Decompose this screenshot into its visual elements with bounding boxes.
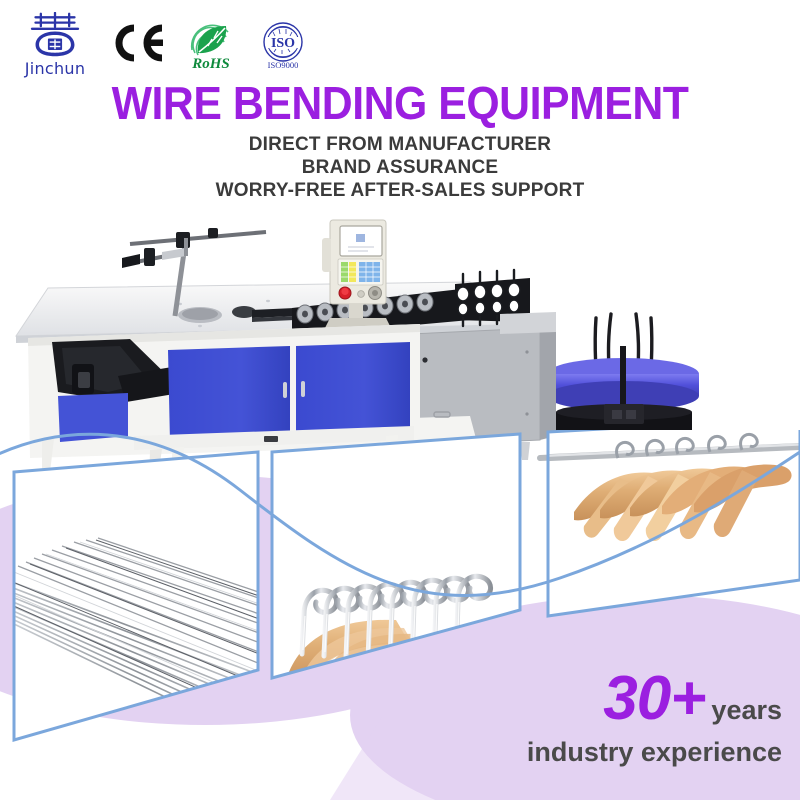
jinchun-emblem-icon (30, 12, 80, 57)
cabinet-handle-right (301, 381, 305, 397)
rotary-collection-table (547, 312, 699, 458)
machine-cabinet (28, 324, 420, 484)
certification-iso: ISO ISO9000 (256, 20, 310, 72)
panel-border-hangers (546, 430, 800, 618)
subtitle-line-2: BRAND ASSURANCE (301, 157, 499, 178)
cabinet-handle-left (283, 382, 287, 398)
product-panel-wooden-hangers (546, 430, 800, 618)
certification-ce (110, 24, 166, 62)
page-subtitles: DIRECT FROM MANUFACTURER BRAND ASSURANCE… (0, 133, 800, 202)
rohs-leaf-icon: RoHS (190, 24, 230, 72)
brand-and-certifications: Jinchun (18, 12, 310, 78)
subtitle-line-3: WORRY-FREE AFTER-SALES SUPPORT (215, 180, 585, 201)
svg-text:ISO: ISO (271, 36, 295, 51)
wire-guide-arm (122, 228, 267, 317)
wire-bending-machine-image (15, 219, 800, 484)
iso-seal-icon: ISO ISO9000 (263, 22, 303, 70)
product-panel-hanger-hooks (270, 432, 522, 680)
product-panel-steel-wire (12, 450, 260, 742)
experience-caption: industry experience (526, 737, 782, 767)
page-title: WIRE BENDING EQUIPMENT (111, 77, 689, 129)
experience-number: 30+ (603, 664, 706, 733)
certification-rohs: RoHS (184, 20, 238, 72)
ce-mark-icon (115, 24, 163, 62)
experience-unit: years (711, 695, 782, 725)
svg-text:RoHS: RoHS (191, 56, 230, 72)
brand-name: Jinchun (24, 59, 86, 78)
subtitle-line-1: DIRECT FROM MANUFACTURER (248, 134, 552, 155)
svg-text:ISO9000: ISO9000 (268, 60, 299, 70)
brand-logo: Jinchun (18, 12, 92, 78)
experience-badge: 30+ years industry experience (527, 668, 782, 766)
